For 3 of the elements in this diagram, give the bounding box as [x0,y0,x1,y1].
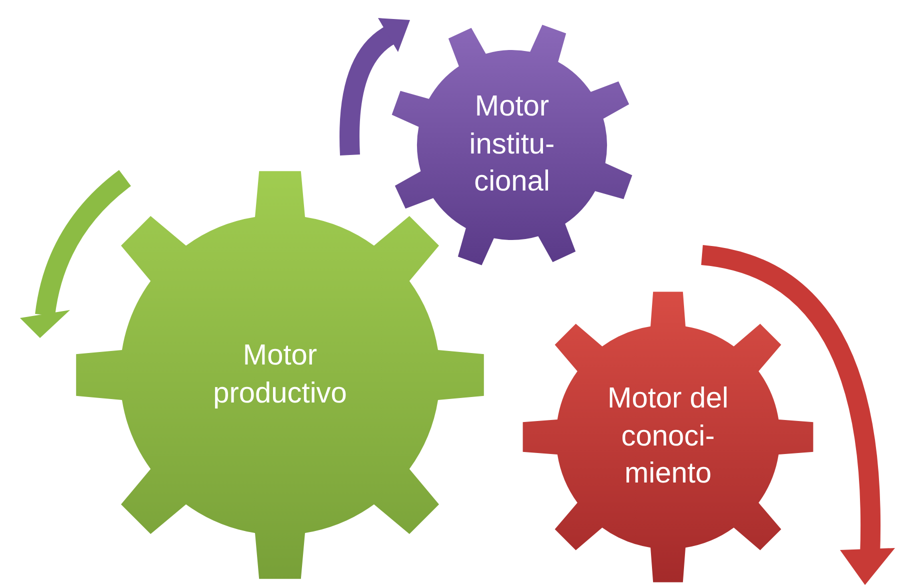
gear-label: Motor productivo [212,338,348,411]
gear-label: Motor institu- cional [468,89,556,200]
gear-label: Motor del conoci- miento [606,381,730,492]
